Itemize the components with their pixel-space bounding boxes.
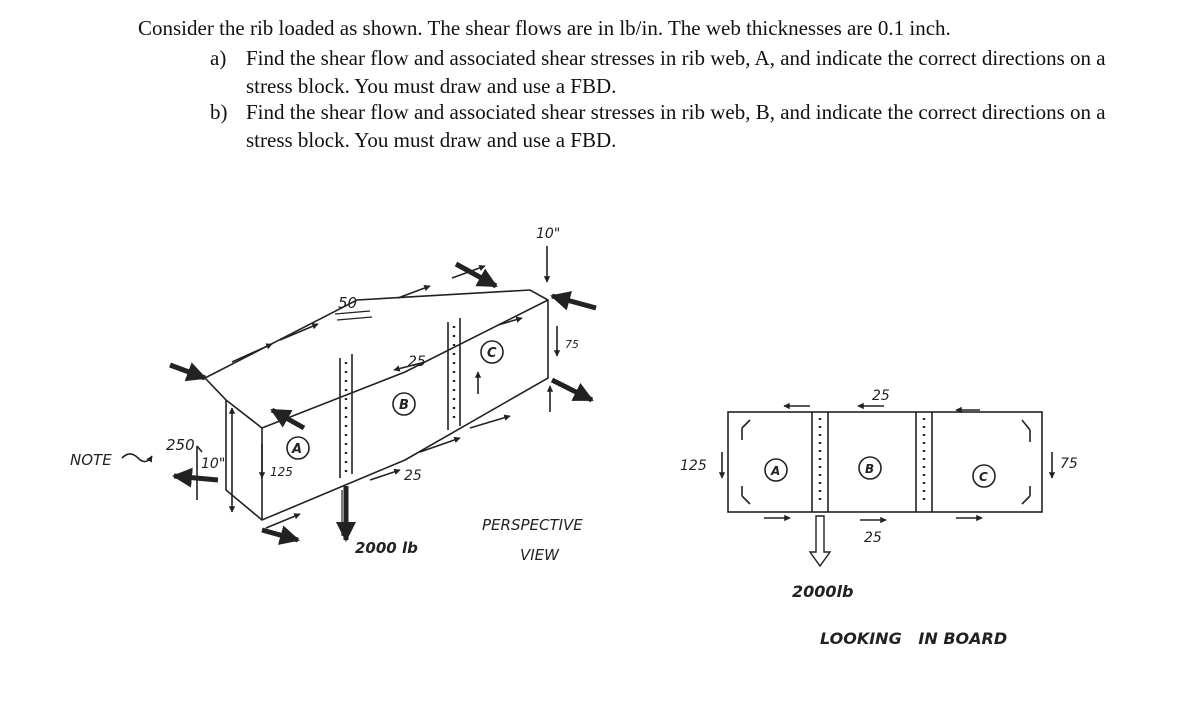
web-c-label: C xyxy=(487,346,497,361)
part-b-text: Find the shear flow and associated shear… xyxy=(246,100,1106,152)
load-2000-lb: 2000 lb xyxy=(355,539,418,557)
value-25-bottom: 25 xyxy=(404,468,422,484)
perspective-labels: NOTE 250 10" 125 50 25 25 10" 75 A B C 2… xyxy=(70,226,583,564)
part-b-letter: b) xyxy=(210,100,228,124)
note-label: NOTE xyxy=(70,451,112,469)
inboard-view xyxy=(718,402,1056,568)
caption-view: VIEW xyxy=(520,546,560,564)
value-250: 250 xyxy=(166,436,195,454)
inboard-value-125: 125 xyxy=(680,458,707,474)
dim-10-top: 10" xyxy=(536,226,560,242)
inboard-load: 2000lb xyxy=(792,582,853,601)
inboard-labels: 125 75 25 25 A B C 2000lb LOOKING IN BOA… xyxy=(680,388,1078,648)
inboard-value-25-top: 25 xyxy=(872,388,890,404)
inboard-web-b-label: B xyxy=(865,462,874,476)
web-b-label: B xyxy=(399,398,409,413)
value-125: 125 xyxy=(270,465,293,479)
part-a-text: Find the shear flow and associated shear… xyxy=(246,46,1106,98)
inboard-web-b-circle xyxy=(858,456,882,480)
web-a-label: A xyxy=(291,442,302,457)
inboard-web-a-label: A xyxy=(770,464,780,478)
web-b-circle xyxy=(392,392,416,416)
stiffener-1 xyxy=(339,354,353,478)
inboard-web-c-circle xyxy=(972,464,996,488)
perspective-view xyxy=(121,246,597,545)
dim-10-left: 10" xyxy=(201,456,225,472)
value-25-top: 25 xyxy=(408,354,426,370)
value-75: 75 xyxy=(565,338,579,351)
stiffener-2 xyxy=(447,318,461,430)
problem-intro: Consider the rib loaded as shown. The sh… xyxy=(138,16,951,40)
inboard-value-75: 75 xyxy=(1060,456,1078,472)
inboard-rib-outline xyxy=(727,411,1043,513)
inboard-web-a-circle xyxy=(764,458,788,482)
web-c-circle xyxy=(480,340,504,364)
caption-perspective: PERSPECTIVE xyxy=(482,516,583,534)
part-a-letter: a) xyxy=(210,46,227,70)
inboard-value-25-bottom: 25 xyxy=(864,530,882,546)
web-a-circle xyxy=(286,436,310,460)
inboard-web-c-label: C xyxy=(979,470,988,484)
inboard-caption: LOOKING IN BOARD xyxy=(820,629,1007,648)
rib-box-outline xyxy=(203,289,549,521)
value-50: 50 xyxy=(338,294,357,312)
